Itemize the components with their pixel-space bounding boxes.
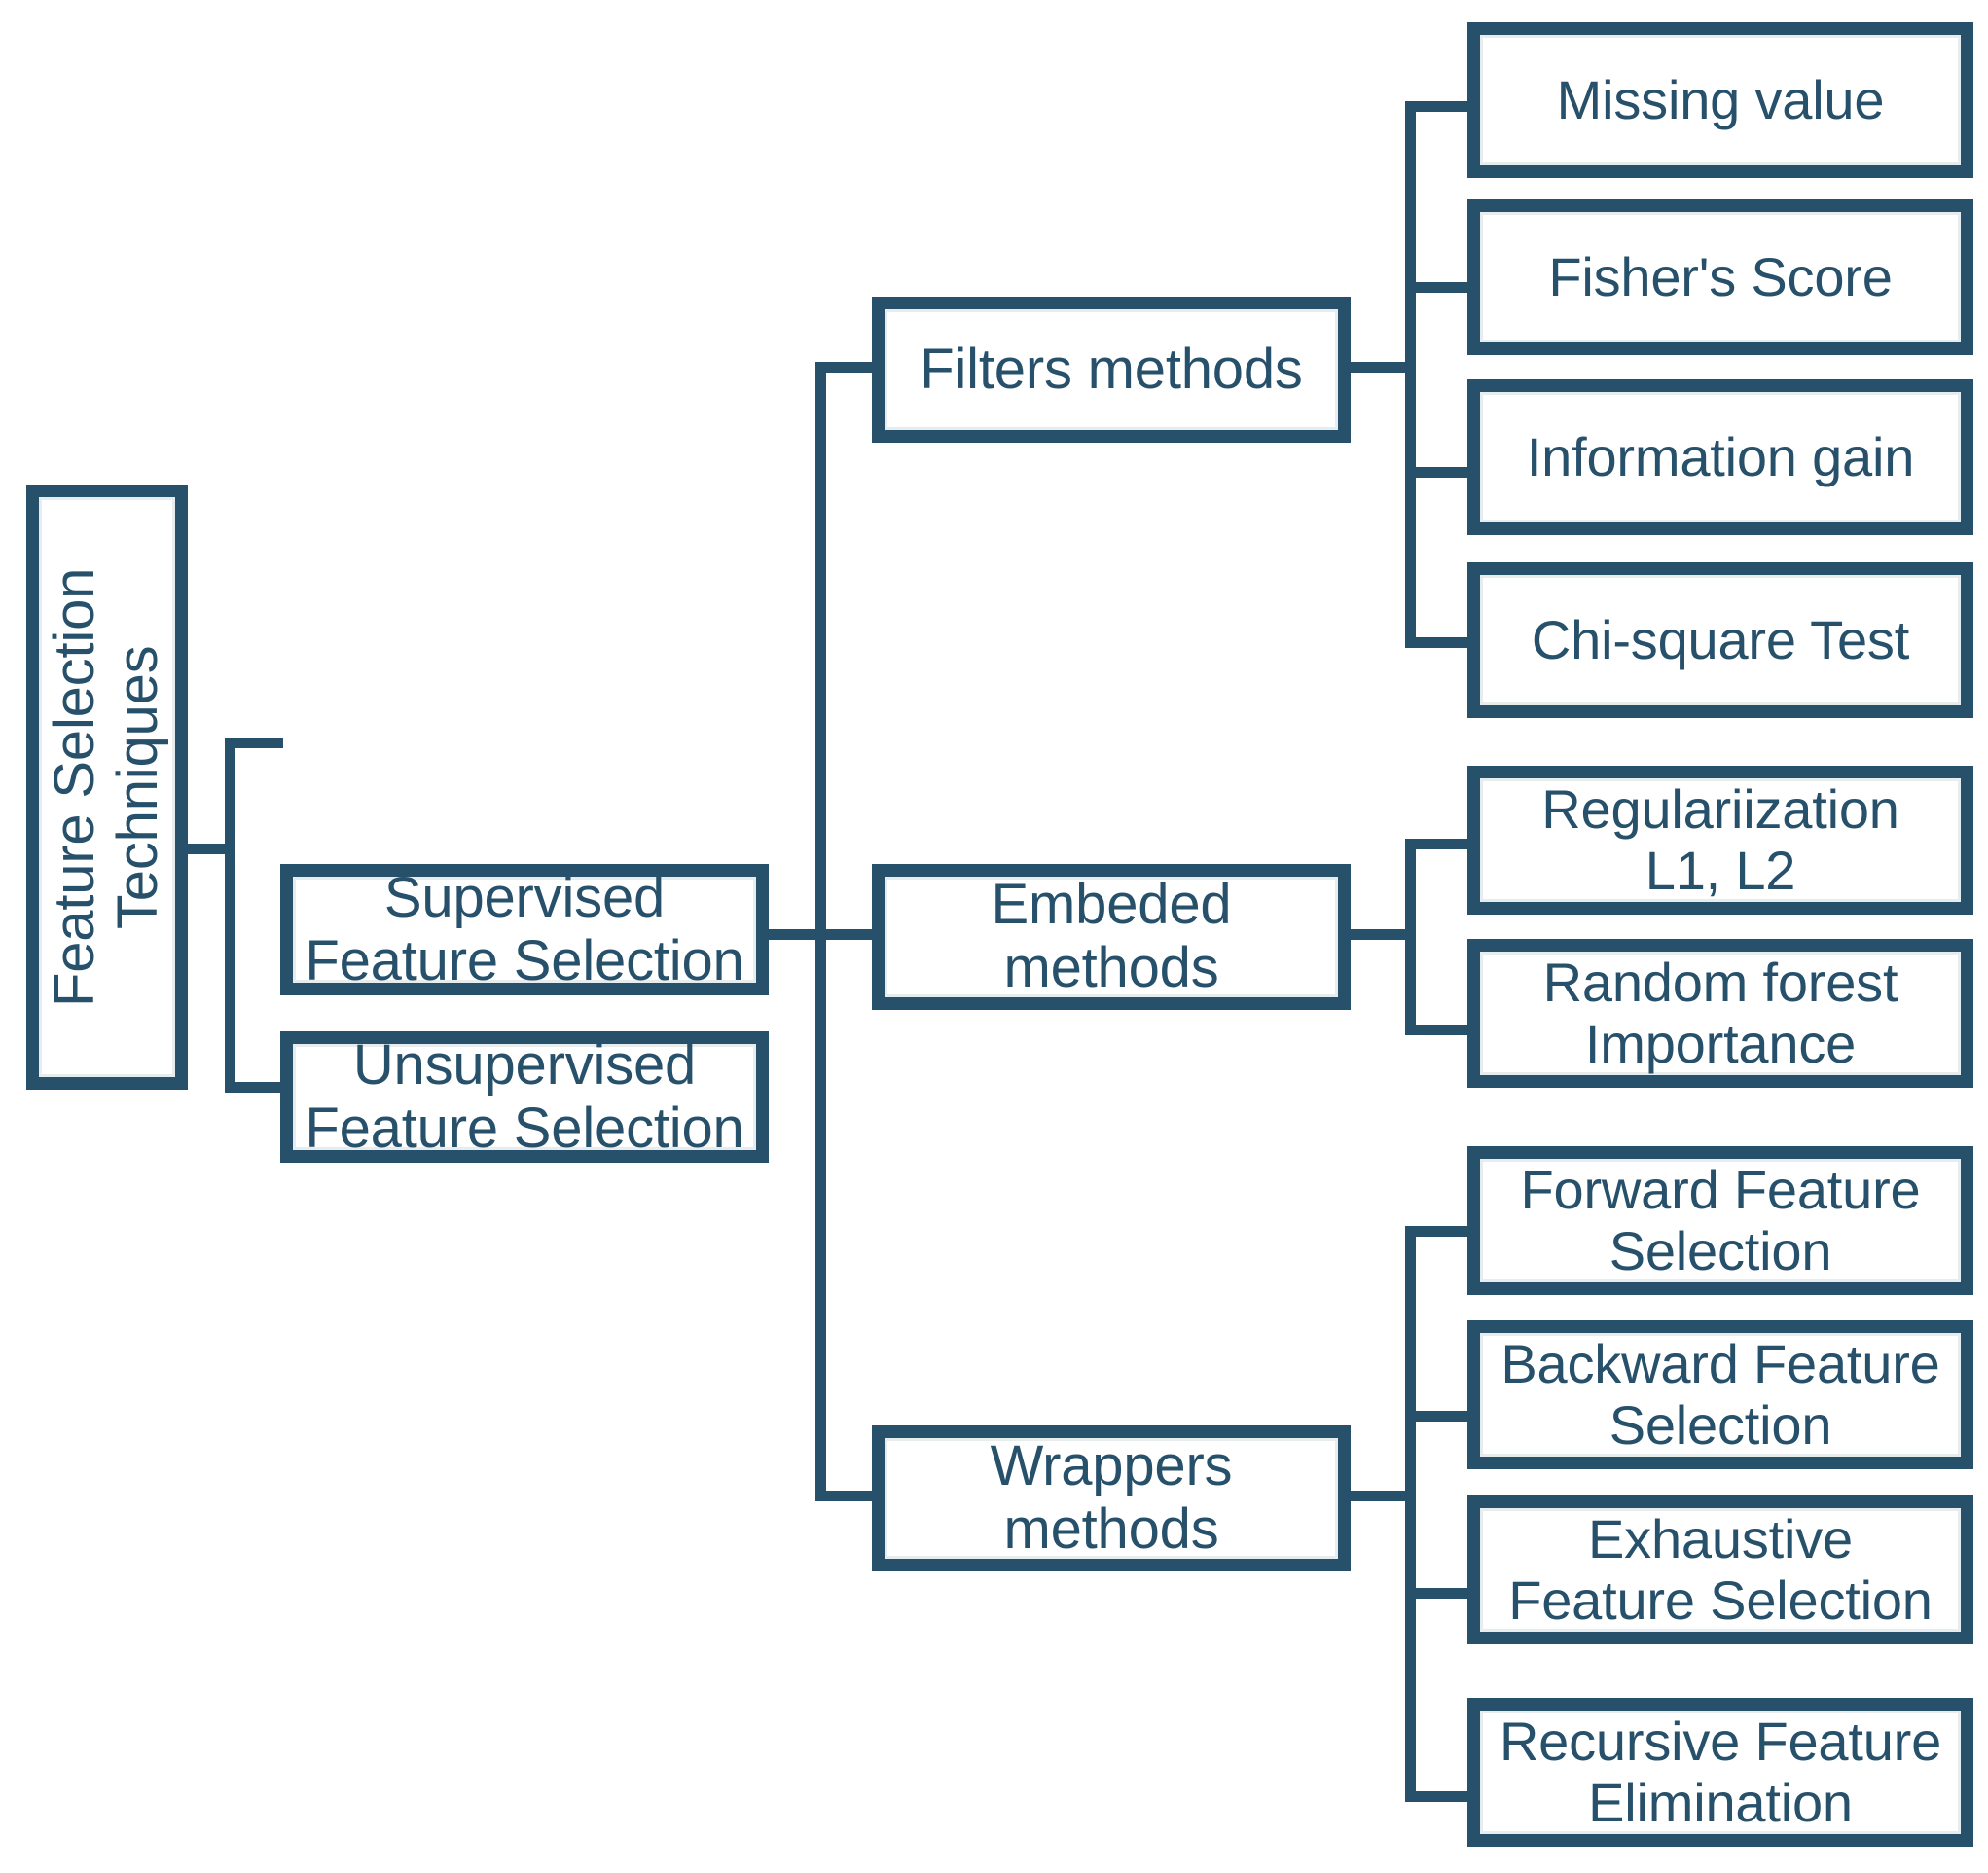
connector-filters-stub [1351, 362, 1413, 373]
connector-to-regularization [1405, 839, 1473, 849]
connector-to-chi-square-test [1405, 637, 1473, 648]
node-fishers-score[interactable]: Fisher's Score [1467, 199, 1973, 355]
connector-to-unsupervised [225, 1082, 283, 1093]
node-recursive-feature-elimination[interactable]: Recursive Feature Elimination [1467, 1698, 1973, 1847]
connector-to-exhaustive-feature [1405, 1588, 1473, 1599]
node-recursive-feature-label: Recursive Feature Elimination [1480, 1711, 1961, 1834]
node-supervised-label: Supervised Feature Selection [293, 866, 756, 991]
node-supervised-feature-selection[interactable]: Supervised Feature Selection [280, 864, 769, 995]
connector-embeded-stub [1351, 929, 1413, 940]
connector-to-missing-value [1405, 101, 1473, 112]
node-forward-feature-label: Forward Feature Selection [1480, 1159, 1961, 1282]
node-exhaustive-feature-selection[interactable]: Exhaustive Feature Selection [1467, 1495, 1973, 1644]
node-exhaustive-feature-label: Exhaustive Feature Selection [1480, 1508, 1961, 1632]
node-root[interactable]: Feature Selection Techniques [26, 485, 188, 1090]
node-unsupervised-label: Unsupervised Feature Selection [293, 1033, 756, 1159]
node-missing-value[interactable]: Missing value [1467, 22, 1973, 178]
node-wrappers-methods-label: Wrappers methods [885, 1434, 1338, 1561]
connector-to-random-forest [1405, 1025, 1473, 1035]
node-random-forest-label: Random forest Importance [1480, 952, 1961, 1075]
node-embeded-methods[interactable]: Embeded methods [872, 864, 1351, 1010]
node-wrappers-methods[interactable]: Wrappers methods [872, 1425, 1351, 1571]
connector-level1-trunk [225, 738, 235, 1093]
connector-root-stub [187, 844, 235, 854]
node-filters-methods[interactable]: Filters methods [872, 297, 1351, 443]
node-fishers-score-label: Fisher's Score [1480, 212, 1961, 342]
connector-to-information-gain [1405, 467, 1473, 478]
node-unsupervised-feature-selection[interactable]: Unsupervised Feature Selection [280, 1031, 769, 1163]
node-random-forest-importance[interactable]: Random forest Importance [1467, 939, 1973, 1088]
connector-to-forward-feature [1405, 1226, 1473, 1237]
node-backward-feature-label: Backward Feature Selection [1480, 1333, 1961, 1457]
node-missing-value-label: Missing value [1480, 35, 1961, 165]
node-embeded-methods-label: Embeded methods [885, 873, 1338, 999]
connector-to-wrappers [815, 1491, 874, 1501]
connector-filters-trunk [1405, 101, 1416, 648]
node-chi-square-test-label: Chi-square Test [1480, 575, 1961, 705]
connector-supervised-stub [769, 929, 827, 940]
connector-wrappers-stub [1351, 1491, 1413, 1501]
node-information-gain[interactable]: Information gain [1467, 379, 1973, 535]
connector-to-backward-feature [1405, 1411, 1473, 1422]
connector-embeded-trunk [1405, 839, 1416, 1035]
node-root-label: Feature Selection Techniques [39, 497, 175, 1077]
node-information-gain-label: Information gain [1480, 392, 1961, 522]
node-regularization-label: Regulariization L1, L2 [1480, 778, 1961, 902]
node-chi-square-test[interactable]: Chi-square Test [1467, 562, 1973, 718]
node-backward-feature-selection[interactable]: Backward Feature Selection [1467, 1320, 1973, 1469]
node-forward-feature-selection[interactable]: Forward Feature Selection [1467, 1146, 1973, 1295]
connector-to-embeded [815, 929, 874, 940]
node-regularization-l1-l2[interactable]: Regulariization L1, L2 [1467, 766, 1973, 915]
connector-to-supervised [225, 738, 283, 748]
connector-to-filters [815, 362, 874, 373]
connector-wrappers-trunk [1405, 1226, 1416, 1802]
connector-to-recursive-feature [1405, 1791, 1473, 1802]
connector-to-fishers-score [1405, 282, 1473, 293]
node-filters-methods-label: Filters methods [885, 309, 1338, 430]
